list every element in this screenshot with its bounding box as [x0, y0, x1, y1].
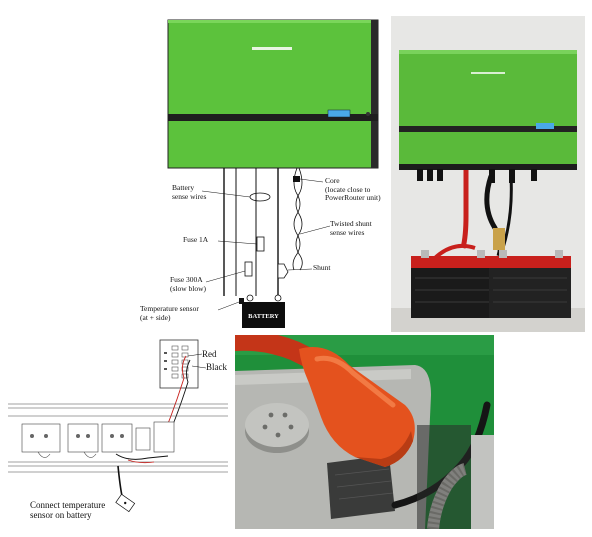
leader-temp: [217, 301, 240, 311]
pad-grid: [334, 468, 394, 500]
leader-fuse1a: [217, 240, 258, 245]
connector-pins: [171, 345, 189, 379]
cabinet-edge: [471, 435, 494, 529]
vent-holes: [262, 412, 294, 438]
sensor-lead: [115, 453, 169, 460]
leader-red: [187, 353, 203, 357]
photo-lcd: [536, 123, 554, 129]
connector-side-marks: [164, 352, 167, 370]
cabinet-dark: [417, 425, 471, 529]
label-black: Black: [206, 362, 227, 372]
fuse-1a: [256, 236, 265, 252]
chassis-holes: [30, 434, 124, 438]
sensor-lead-red: [127, 459, 155, 464]
photo-terminals: [421, 250, 563, 258]
terminal-pos: [274, 294, 282, 302]
red-boot-shade: [355, 431, 413, 467]
label-red: Red: [202, 349, 217, 359]
chassis-blocks: [21, 421, 175, 453]
leader-sense: [201, 190, 251, 198]
inverter-led: [366, 112, 370, 116]
inverter-logo: [252, 47, 292, 50]
chassis-detail: [37, 451, 97, 458]
temp-sensor: [239, 298, 244, 304]
leader-shunt: [287, 268, 313, 271]
vent-cap: [245, 403, 309, 447]
leader-fuse300a: [205, 270, 246, 283]
twisted-wire-b: [295, 167, 303, 271]
leader-twisted: [299, 225, 331, 235]
terminal-neg: [246, 294, 254, 302]
connector-block: [159, 339, 199, 389]
photo-battery-right-lid: [489, 256, 571, 268]
battery-box: [242, 302, 285, 328]
label-core: Core (locate close to PowerRouter unit): [325, 176, 381, 202]
fuse-300a: [244, 261, 253, 277]
label-battery-sense-wires: Battery sense wires: [172, 183, 207, 201]
label-temp-sensor: Temperature sensor (at + side): [140, 304, 199, 322]
sensor-photo: [235, 335, 494, 529]
inverter-body: [167, 19, 379, 169]
red-boot-highlight: [314, 355, 396, 408]
sensor-tag: [115, 493, 136, 513]
core-marker: [293, 176, 300, 182]
inverter-right-edge: [371, 20, 378, 168]
photo-inverter: [399, 50, 577, 168]
leader-core: [299, 178, 324, 183]
photo-inverter-bottom: [399, 164, 577, 170]
label-twisted-shunt: Twisted shunt sense wires: [330, 219, 372, 237]
label-fuse-1a: Fuse 1A: [183, 235, 209, 244]
sense-loop: [249, 192, 271, 202]
leader-black: [191, 365, 207, 369]
installation-photo: [391, 16, 585, 332]
inverter-top-shade: [168, 20, 371, 23]
label-shunt: Shunt: [313, 263, 331, 272]
photo-inverter-band: [399, 126, 577, 132]
photo-battery-ribs: [415, 277, 567, 303]
battery-label: BATTERY: [248, 313, 279, 320]
photo-inverter-top: [399, 50, 577, 54]
terminal-pad: [327, 455, 395, 519]
shunt: [277, 263, 289, 279]
photo-battery-left-lid: [411, 256, 493, 268]
red-cable: [235, 335, 329, 373]
photo-fuse-holder: [493, 228, 505, 250]
red-boot: [299, 347, 415, 467]
sensor-diagram: [8, 339, 228, 513]
label-fuse-300a: Fuse 300A (slow blow): [170, 275, 207, 293]
sensor-cable-down: [117, 465, 123, 497]
photo-battery-left: [411, 260, 493, 318]
wiring-diagram: BATTERY: [167, 19, 379, 328]
label-connect: Connect temperature sensor on battery: [30, 500, 106, 520]
photo-battery-right: [489, 260, 571, 318]
inverter-band: [168, 114, 378, 121]
inverter-lcd: [327, 109, 351, 118]
twisted-wire-a: [292, 167, 301, 271]
photo-logo: [471, 72, 505, 74]
